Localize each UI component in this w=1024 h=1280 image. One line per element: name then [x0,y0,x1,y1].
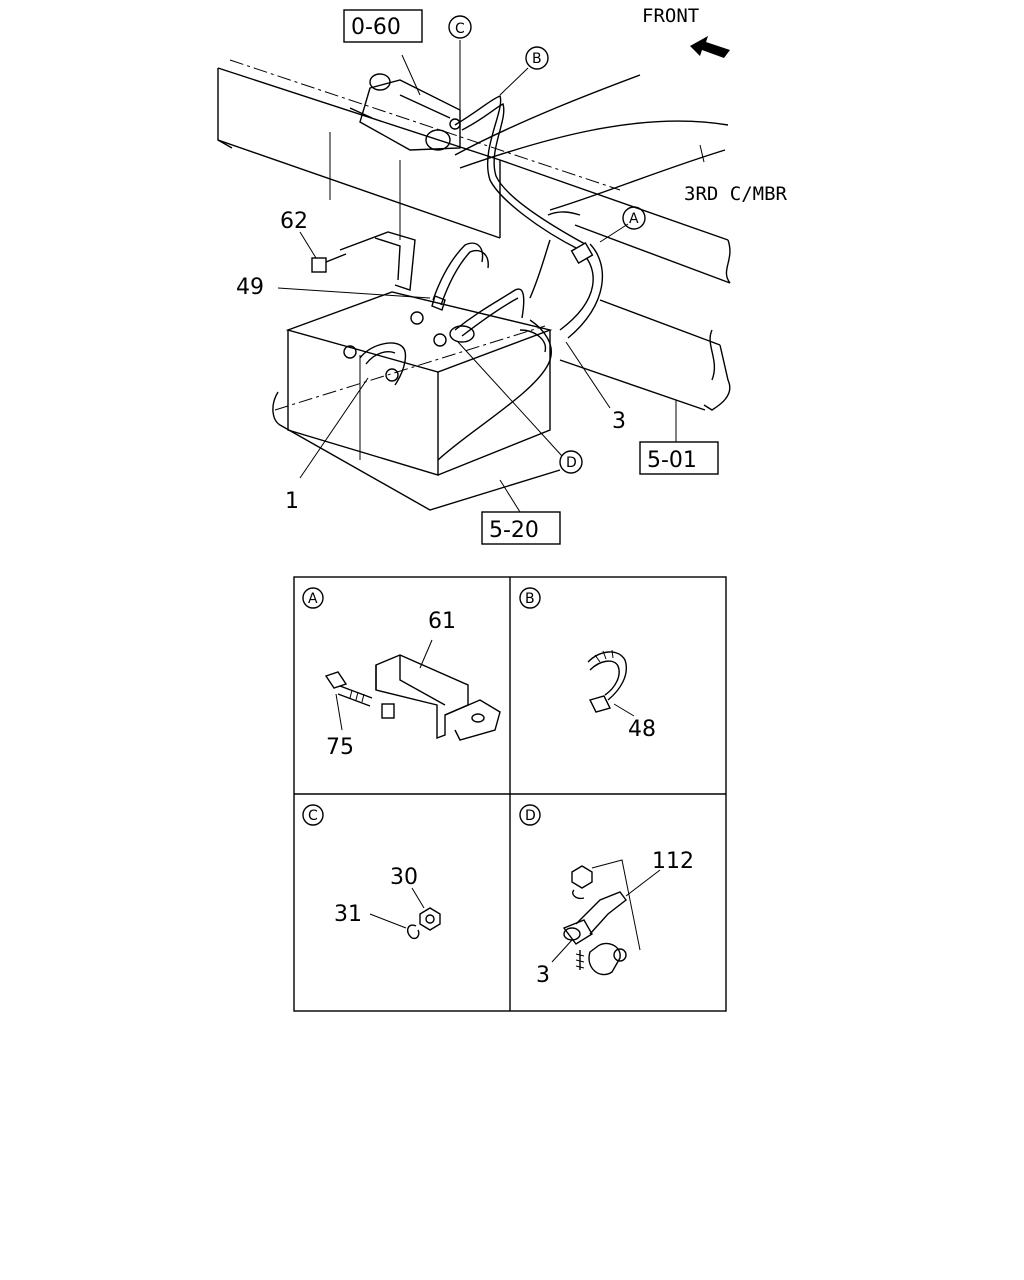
callout-B[interactable]: B [525,46,549,70]
part-number-61[interactable]: 61 [428,609,456,634]
battery-assembly [272,291,561,511]
cable-tie-48-icon [587,649,627,713]
svg-text:A: A [629,211,639,227]
third-crossmember-label: 3RD C/MBR [684,183,788,205]
part-number-30[interactable]: 30 [390,865,418,890]
svg-text:B: B [532,51,542,67]
front-arrow-icon [690,36,730,58]
svg-text:5-01: 5-01 [647,448,697,473]
detail-panel-C: C 30 31 [302,804,441,940]
detail-grid [293,576,727,1012]
front-label: FRONT [642,5,699,27]
battery-cables [359,95,604,386]
detail-panel-A: A 61 75 [302,587,501,760]
detail-A-callout[interactable]: A [302,587,324,609]
nut-30-icon [419,907,441,931]
part-number-62[interactable]: 62 [280,209,308,234]
frame-rail [217,59,731,411]
detail-panel-D: D 112 3 [519,804,694,988]
terminal-112-icon [562,859,661,976]
bolt-75-icon [324,671,373,707]
starter-motor [349,54,461,151]
detail-D-callout[interactable]: D [519,804,541,826]
part-number-75[interactable]: 75 [326,735,354,760]
cable-clamp [570,241,594,265]
ref-box-5-01[interactable]: 5-01 [639,441,719,475]
svg-text:C: C [455,21,465,37]
ref-box-0-60[interactable]: 0-60 [343,9,423,43]
svg-text:D: D [525,808,536,824]
svg-text:D: D [566,455,577,471]
ref-box-5-20[interactable]: 5-20 [481,511,561,545]
part-number-1[interactable]: 1 [285,489,299,514]
callout-C[interactable]: C [448,15,472,39]
svg-text:0-60: 0-60 [351,15,401,40]
callout-D[interactable]: D [559,450,583,474]
bolt-62-head [311,257,327,273]
part-number-31[interactable]: 31 [334,902,362,927]
washer-31-icon [406,924,420,940]
part-number-3[interactable]: 3 [612,409,626,434]
leader-lines [277,40,677,513]
detail-B-callout[interactable]: B [519,587,541,609]
third-cross-member: 3RD C/MBR [454,74,788,216]
part-number-49[interactable]: 49 [236,275,264,300]
svg-text:B: B [525,591,535,607]
part-number-3-detail[interactable]: 3 [536,963,550,988]
svg-text:C: C [308,808,318,824]
svg-text:5-20: 5-20 [489,518,539,543]
svg-text:A: A [308,591,318,607]
part-number-48[interactable]: 48 [628,717,656,742]
callout-A[interactable]: A [622,206,646,230]
detail-C-callout[interactable]: C [302,804,324,826]
detail-panel-B: B 48 [519,587,656,742]
part-number-112[interactable]: 112 [652,849,694,874]
battery-bracket [299,231,416,291]
bracket-61-icon [375,654,501,741]
